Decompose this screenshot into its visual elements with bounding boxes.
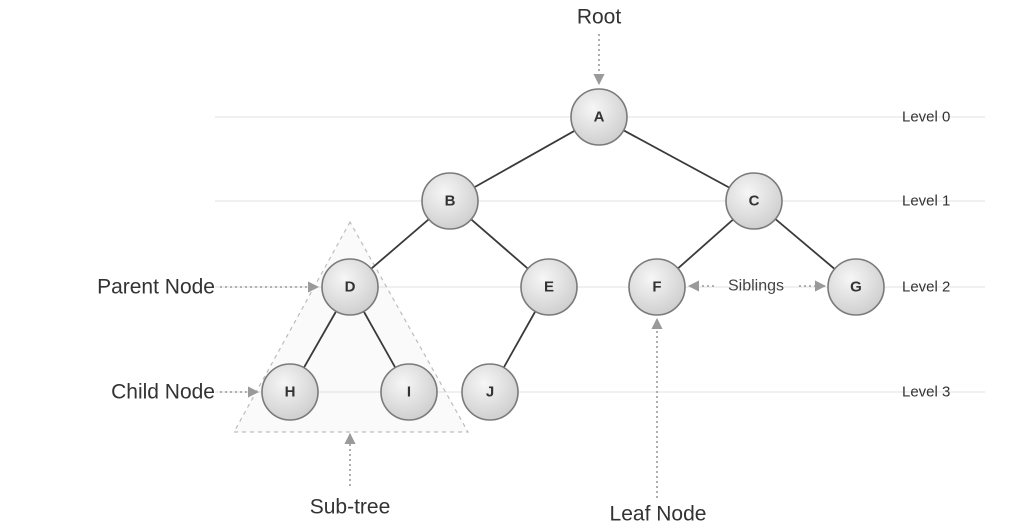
level-label-3: Level 3 [902, 384, 950, 401]
node-label-h: H [285, 384, 296, 401]
level-label-0: Level 0 [902, 109, 950, 126]
child-node-label: Child Node [111, 381, 215, 404]
node-label-a: A [594, 109, 605, 126]
node-circle-j [461, 363, 519, 421]
tree-node-j: J [461, 363, 519, 421]
node-label-f: F [652, 279, 661, 296]
node-circle-d [321, 258, 379, 316]
tree-node-g: G [827, 258, 885, 316]
level-label-2: Level 2 [902, 279, 950, 296]
node-label-b: B [445, 193, 456, 210]
edge-a-c [598, 116, 755, 202]
tree-node-c: C [725, 172, 783, 230]
node-label-i: I [407, 384, 411, 401]
node-label-d: D [345, 279, 356, 296]
tree-node-h: H [261, 363, 319, 421]
tree-node-e: E [520, 258, 578, 316]
node-circle-b [421, 172, 479, 230]
node-label-e: E [544, 279, 554, 296]
node-label-j: J [486, 384, 494, 401]
annotation-arrows [220, 34, 827, 498]
level-labels: Level 0 Level 1 Level 2 Level 3 [902, 109, 950, 401]
tree-node-b: B [421, 172, 479, 230]
tree-node-a: A [570, 88, 628, 146]
annotation-labels: Root Parent Node Child Node Sub-tree Lea… [97, 6, 784, 526]
root-label: Root [577, 6, 622, 29]
sub-tree-label: Sub-tree [310, 496, 391, 519]
node-circle-a [570, 88, 628, 146]
node-circle-h [261, 363, 319, 421]
node-circle-g [827, 258, 885, 316]
node-label-g: G [850, 279, 862, 296]
tree-node-d: D [321, 258, 379, 316]
node-circle-e [520, 258, 578, 316]
tree-node-f: F [628, 258, 686, 316]
node-label-c: C [749, 193, 760, 210]
parent-node-label: Parent Node [97, 276, 215, 299]
tree-node-i: I [380, 363, 438, 421]
node-circle-f [628, 258, 686, 316]
leaf-node-label: Leaf Node [610, 503, 707, 526]
node-circle-c [725, 172, 783, 230]
node-circle-i [380, 363, 438, 421]
siblings-label: Siblings [728, 278, 784, 295]
level-label-1: Level 1 [902, 193, 950, 210]
tree-nodes: A B C D E F G H [261, 88, 885, 421]
